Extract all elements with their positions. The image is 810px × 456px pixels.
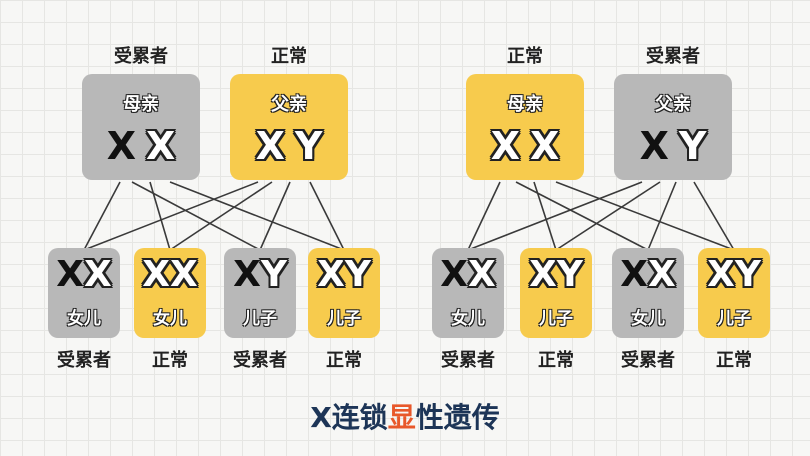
parent-allele: X — [490, 124, 520, 168]
child-genotype: XY — [520, 254, 592, 295]
child-allele: X — [468, 254, 496, 295]
parent-status-label: 受累者 — [114, 46, 168, 67]
title-part-1: X连锁 — [310, 401, 388, 434]
child-status-label: 正常 — [152, 350, 188, 371]
child-genotype: XX — [134, 254, 206, 295]
child-name: 女儿 — [153, 309, 187, 329]
child-name: 女儿 — [631, 309, 665, 329]
child-box: XX 女儿 — [134, 248, 206, 338]
child-genotype: XY — [698, 254, 770, 295]
child-name: 儿子 — [243, 309, 277, 329]
child-allele: Y — [556, 254, 583, 295]
parent-status-label: 正常 — [507, 46, 543, 67]
child-status-label: 受累者 — [57, 350, 111, 371]
child-allele: X — [142, 254, 170, 295]
parent-status-label: 正常 — [271, 46, 307, 67]
child-name: 儿子 — [539, 309, 573, 329]
title-part-2: 性遗传 — [415, 401, 500, 434]
child-box: XY 儿子 — [698, 248, 770, 338]
child-box: XY 儿子 — [520, 248, 592, 338]
child-status-label: 受累者 — [621, 350, 675, 371]
parent-allele: X — [106, 124, 136, 168]
child-box: XY 儿子 — [308, 248, 380, 338]
child-status-label: 正常 — [716, 350, 752, 371]
child-allele: X — [56, 254, 84, 295]
parent-allele: X — [530, 124, 560, 168]
child-genotype: XX — [432, 254, 504, 295]
parent-name: 父亲 — [655, 94, 691, 115]
parent-allele: X — [255, 124, 285, 168]
parent-allele: Y — [294, 124, 323, 168]
child-name: 儿子 — [327, 309, 361, 329]
child-status-label: 正常 — [326, 350, 362, 371]
child-status-label: 正常 — [538, 350, 574, 371]
child-name: 女儿 — [67, 309, 101, 329]
child-status-label: 受累者 — [441, 350, 495, 371]
child-box: XX 女儿 — [432, 248, 504, 338]
child-name: 儿子 — [717, 309, 751, 329]
parent-name: 母亲 — [507, 94, 543, 115]
child-name: 女儿 — [451, 309, 485, 329]
child-genotype: XX — [48, 254, 120, 295]
parent-allele: X — [639, 124, 669, 168]
child-allele: Y — [344, 254, 371, 295]
child-allele: X — [84, 254, 112, 295]
parent-allele: X — [146, 124, 176, 168]
parent-name: 父亲 — [271, 94, 307, 115]
child-allele: Y — [260, 254, 287, 295]
parent-name: 母亲 — [123, 94, 159, 115]
child-status-label: 受累者 — [233, 350, 287, 371]
child-genotype: XX — [612, 254, 684, 295]
child-genotype: XY — [308, 254, 380, 295]
diagram-title: X连锁显性遗传 — [310, 396, 500, 436]
child-allele: X — [233, 254, 261, 295]
child-box: XX 女儿 — [612, 248, 684, 338]
child-allele: X — [620, 254, 648, 295]
parent-status-label: 受累者 — [646, 46, 700, 67]
child-allele: X — [317, 254, 345, 295]
child-allele: X — [170, 254, 198, 295]
child-box: XY 儿子 — [224, 248, 296, 338]
child-allele: X — [648, 254, 676, 295]
title-highlight: 显 — [387, 401, 416, 434]
child-allele: X — [440, 254, 468, 295]
child-allele: X — [707, 254, 735, 295]
child-allele: X — [529, 254, 557, 295]
child-genotype: XY — [224, 254, 296, 295]
parent-allele: Y — [678, 124, 707, 168]
child-allele: Y — [734, 254, 761, 295]
child-box: XX 女儿 — [48, 248, 120, 338]
